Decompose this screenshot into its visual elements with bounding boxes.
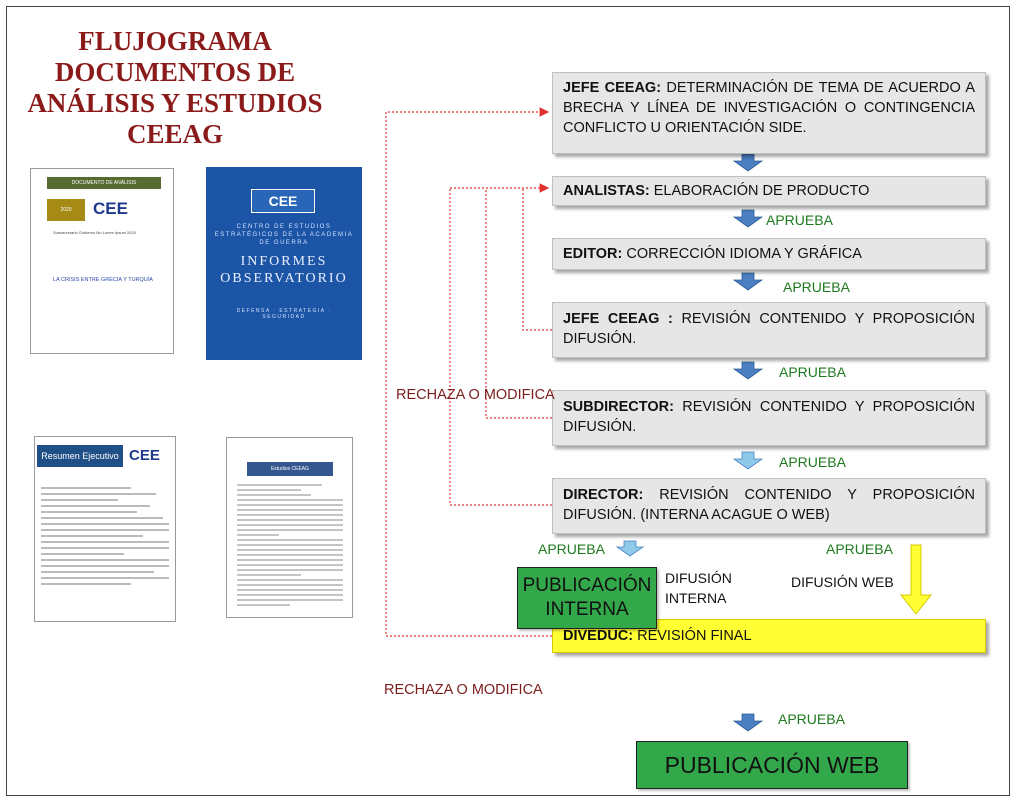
aprueba-label: APRUEBA [826,541,893,557]
aprueba-label: APRUEBA [779,364,846,380]
reject-from-subdirector [485,188,552,419]
output-line-1: PUBLICACIÓN [522,575,652,596]
diagram-frame [6,6,1010,796]
step-text: REVISIÓN FINAL [633,628,752,644]
arrow-down-icon [732,451,764,470]
arrow-down-icon [732,713,764,732]
ceeag-logo: CEE [129,447,160,464]
step-text: CORRECCIÓN IDIOMA Y GRÁFICA [622,246,862,262]
arrow-down-icon [732,153,764,172]
reject-from-jefe [522,188,552,331]
rechaza-label: RECHAZA O MODIFICA [396,387,555,403]
step-editor: EDITOR: CORRECCIÓN IDIOMA Y GRÁFICA [552,238,986,270]
output-publicacion-web: PUBLICACIÓN WEB [636,741,908,789]
thumb-header: Estudios CEEAG [247,462,333,476]
aprueba-label: APRUEBA [783,279,850,295]
arrow-down-icon [732,272,764,291]
step-role: DIVEDUC: [563,628,634,644]
step-director: DIRECTOR: REVISIÓN CONTENIDO Y PROPOSICI… [552,478,986,534]
document-thumbnail-estudios: Estudios CEEAG [226,437,353,618]
arrow-down-icon [732,209,764,228]
thumb-header-bar: DOCUMENTO DE ANÁLISIS [47,177,161,189]
ceeag-logo: CEE [251,189,315,213]
thumb-caption: LA CRISIS ENTRE GRECIA Y TURQUÍA [53,277,153,283]
thumb-header: Resumen Ejecutivo [37,445,123,467]
thumb-subtitle: DEFENSA · ESTRATEGIA · SEGURIDAD [236,308,332,320]
rechaza-label: RECHAZA O MODIFICA [384,682,543,698]
step-role: JEFE CEEAG : [563,311,673,327]
thumb-year-block: 2020 [47,199,85,221]
difusion-web-label: DIFUSIÓN WEB [791,574,894,590]
document-thumbnail-observatorio: CEE CENTRO DE ESTUDIOS ESTRATÉGICOS DE L… [206,167,362,360]
step-text: REVISIÓN CONTENIDO Y PROPOSICIÓN DIFUSIÓ… [563,399,975,435]
reject-from-director [449,188,552,506]
page-title: FLUJOGRAMA DOCUMENTOS DE ANÁLISIS Y ESTU… [10,26,340,150]
step-jefe-ceeag-revision: JEFE CEEAG : REVISIÓN CONTENIDO Y PROPOS… [552,302,986,358]
step-text: REVISIÓN CONTENIDO Y PROPOSICIÓN DIFUSIÓ… [563,311,975,347]
step-role: DIRECTOR: [563,487,644,503]
output-publicacion-interna: PUBLICACIÓN INTERNA [517,567,657,629]
step-role: JEFE CEEAG: [563,80,662,96]
step-text: REVISIÓN CONTENIDO Y PROPOSICIÓN DIFUSIÓ… [563,487,975,523]
title-line-3: ANÁLISIS Y ESTUDIOS [27,88,323,118]
aprueba-label: APRUEBA [778,711,845,727]
arrow-down-icon [732,361,764,380]
thumb-text-lines [237,484,343,609]
step-role: EDITOR: [563,246,623,262]
step-text: DETERMINACIÓN DE TEMA DE ACUERDO A BRECH… [563,80,975,136]
thumb-meta-text: Subsecretario Gobierno No Lorem Ipsum 20… [53,230,136,235]
step-jefe-ceeag-determinacion: JEFE CEEAG: DETERMINACIÓN DE TEMA DE ACU… [552,72,986,154]
aprueba-label: APRUEBA [779,454,846,470]
step-role: SUBDIRECTOR: [563,399,674,415]
difusion-interna-label-1: DIFUSIÓN [665,570,732,586]
document-thumbnail-resumen: Resumen Ejecutivo CEE [34,436,176,622]
step-role: ANALISTAS: [563,183,650,199]
document-thumbnail-analisis: DOCUMENTO DE ANÁLISIS 2020 CEE Subsecret… [30,168,174,354]
step-subdirector: SUBDIRECTOR: REVISIÓN CONTENIDO Y PROPOS… [552,390,986,446]
arrow-down-icon [615,540,645,557]
output-line-2: INTERNA [545,599,629,620]
title-line-1: FLUJOGRAMA [78,26,272,56]
difusion-interna-label-2: INTERNA [665,590,727,606]
thumb-institution-text: CENTRO DE ESTUDIOS ESTRATÉGICOS DE LA AC… [214,224,354,246]
aprueba-label: APRUEBA [766,212,833,228]
title-line-4: CEEAG [126,119,224,149]
step-analistas: ANALISTAS: ELABORACIÓN DE PRODUCTO [552,176,986,206]
thumb-text-lines [41,487,169,589]
thumb-main-title: INFORMES OBSERVATORIO [220,254,348,286]
step-text: ELABORACIÓN DE PRODUCTO [649,183,870,199]
arrow-down-icon [899,544,933,615]
aprueba-label: APRUEBA [538,541,605,557]
ceeag-logo: CEE [93,199,128,218]
title-line-2: DOCUMENTOS DE [54,57,296,87]
reject-loop-diveduc [385,107,552,637]
